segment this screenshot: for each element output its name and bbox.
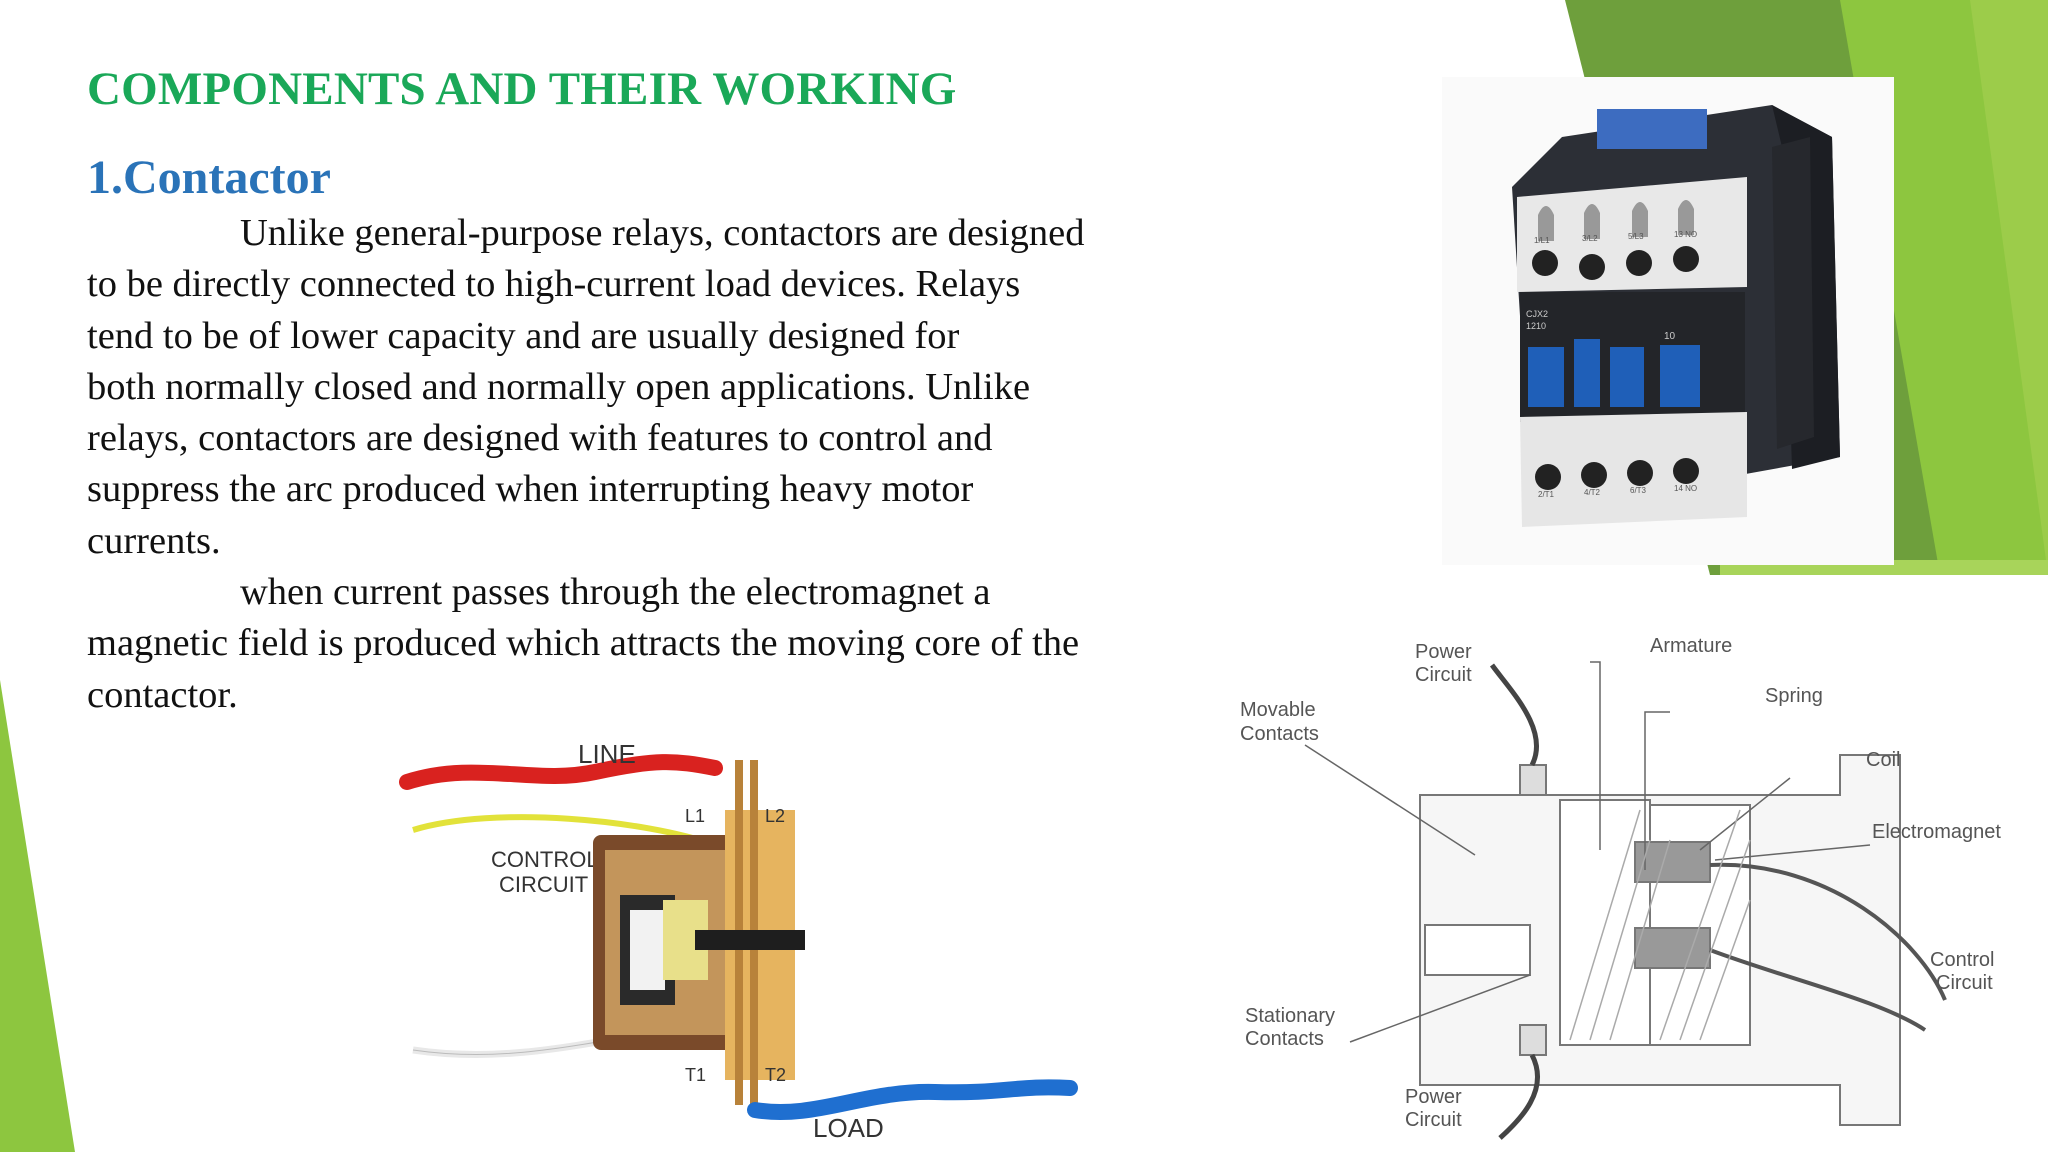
paragraph-line: both normally closed and normally open a…	[87, 365, 1031, 408]
paragraph-line: to be directly connected to high-current…	[87, 263, 1021, 306]
electromagnet-label: Electromagnet	[1872, 821, 2001, 843]
terminal-label: 14 NO	[1674, 484, 1697, 493]
body-paragraph: Unlike general-purpose relays, contactor…	[87, 208, 1207, 721]
wiring-diagram: LINE CONTROL CIRCUIT L1 L2 T1 T2 LOAD	[395, 730, 1095, 1152]
power-circuit-label-top: Circuit	[1415, 664, 1472, 686]
control-circuit-label: Control	[1930, 949, 1994, 971]
armature-label: Armature	[1650, 635, 1732, 657]
terminal-label: 1/L1	[1534, 236, 1550, 245]
paragraph-line: tend to be of lower capacity and are usu…	[87, 314, 960, 357]
control-circuit-label: Circuit	[1936, 972, 1993, 994]
aux-label: 10	[1664, 331, 1676, 342]
power-circuit-label-bottom: Power	[1405, 1086, 1462, 1108]
paragraph-line: relays, contactors are designed with fea…	[87, 417, 993, 460]
slide-title: COMPONENTS AND THEIR WORKING	[87, 63, 957, 115]
paragraph-line: magnetic field is produced which attract…	[87, 622, 1080, 665]
model-label-line1: CJX2	[1526, 309, 1548, 319]
terminal-label: 13 NO	[1674, 230, 1697, 239]
terminal-label: L2	[765, 806, 785, 826]
coil-label: Coil	[1866, 749, 1900, 771]
terminal-label: 2/T1	[1538, 490, 1555, 499]
control-label-line1: CONTROL	[491, 847, 599, 872]
stationary-contacts-label: Stationary	[1245, 1005, 1335, 1027]
model-label-line2: 1210	[1526, 321, 1546, 331]
paragraph-line: Unlike general-purpose relays, contactor…	[240, 212, 1085, 254]
section-heading: 1.Contactor	[87, 151, 331, 204]
terminal-label: 6/T3	[1630, 486, 1647, 495]
terminal-label: L1	[685, 806, 705, 826]
terminal-label: 4/T2	[1584, 488, 1601, 497]
load-label: LOAD	[813, 1113, 884, 1143]
contactor-cross-section: Power Circuit Armature Spring Movable Co…	[1230, 620, 2020, 1152]
line-label: LINE	[578, 739, 636, 769]
paragraph-line: currents.	[87, 519, 221, 562]
terminal-label: T2	[765, 1065, 786, 1085]
paragraph-line: contactor.	[87, 673, 238, 716]
power-circuit-label-bottom: Circuit	[1405, 1109, 1462, 1131]
terminal-label: 3/L2	[1582, 234, 1598, 243]
movable-contacts-label: Movable	[1240, 699, 1316, 721]
power-circuit-label-top: Power	[1415, 641, 1472, 663]
movable-contacts-label: Contacts	[1240, 723, 1319, 745]
stationary-contacts-label: Contacts	[1245, 1028, 1324, 1050]
paragraph-line: suppress the arc produced when interrupt…	[87, 468, 974, 511]
terminal-label: 5/L3	[1628, 232, 1644, 241]
terminal-label: T1	[685, 1065, 706, 1085]
spring-label: Spring	[1765, 685, 1823, 707]
paragraph-line: when current passes through the electrom…	[240, 571, 991, 614]
contactor-photo: 1/L1 3/L2 5/L3 13 NO CJX2 1210 10 2/T1 4…	[1442, 77, 1894, 565]
control-label-line2: CIRCUIT	[499, 872, 588, 897]
